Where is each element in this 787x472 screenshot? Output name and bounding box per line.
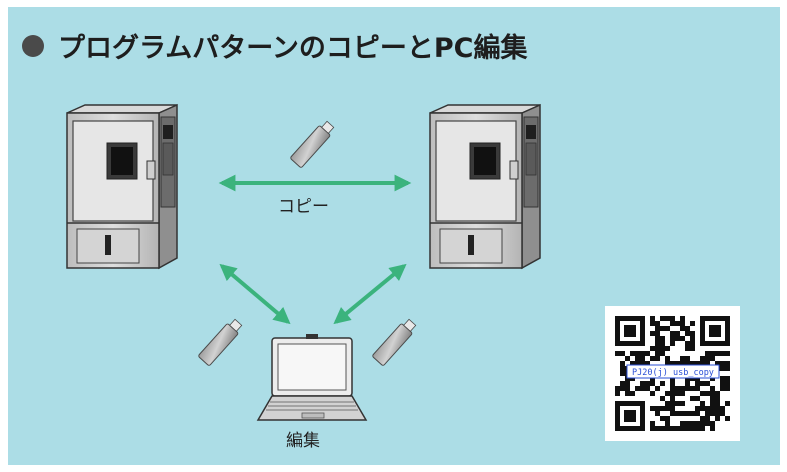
usb-drive-icon <box>197 316 245 367</box>
usb-drive-icon <box>371 316 419 367</box>
qr-caption: PJ20(j) usb_copy <box>632 368 714 378</box>
edit-label: 編集 <box>286 431 320 451</box>
bullet-icon <box>22 34 44 57</box>
qr-code-graphic: PJ20(j) usb_copy <box>615 316 730 431</box>
page-title: プログラムパターンのコピーとPC編集 <box>22 26 527 65</box>
edit-arrow-right <box>333 263 407 325</box>
usb-drive-icon <box>289 118 337 169</box>
laptop-icon <box>256 334 368 421</box>
chamber-right-icon <box>429 104 541 269</box>
qr-code-icon: PJ20(j) usb_copy <box>605 306 740 441</box>
copy-label: コピー <box>278 197 329 217</box>
chamber-left-icon <box>66 104 178 269</box>
title-text: プログラムパターンのコピーとPC編集 <box>58 33 528 64</box>
edit-arrow-left <box>219 263 291 325</box>
